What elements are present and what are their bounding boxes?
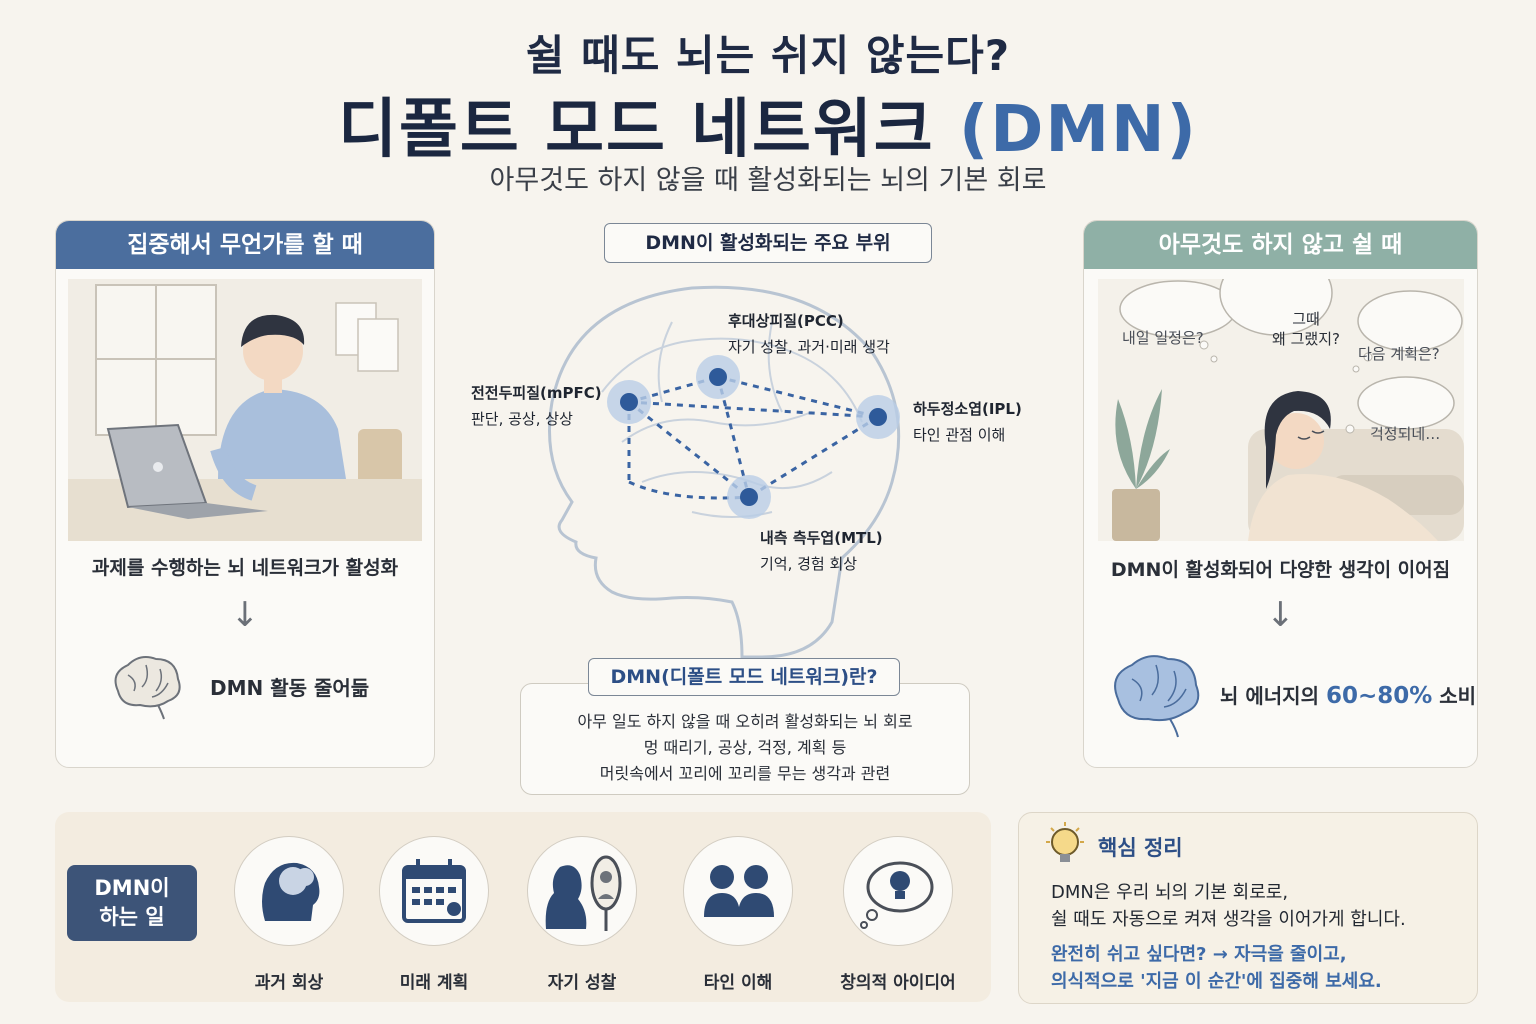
node-mpfc xyxy=(607,380,651,424)
down-arrow-icon: ↓ xyxy=(230,595,260,635)
main-title: 디폴트 모드 네트워크 (DMN) xyxy=(0,78,1536,170)
focus-panel-heading: 집중해서 무언가를 할 때 xyxy=(56,221,434,269)
mirror-icon xyxy=(545,855,622,931)
energy-percent: 60~80% xyxy=(1325,682,1433,709)
brain-blue-icon xyxy=(1114,655,1200,738)
head-outline xyxy=(548,285,901,659)
thought-line: 왜 그랬지? xyxy=(1272,330,1340,348)
node-ipl xyxy=(856,395,900,439)
focus-caption: 과제를 수행하는 뇌 네트워크가 활성화 xyxy=(91,557,399,579)
summary-title: 핵심 정리 xyxy=(1098,836,1183,860)
region-desc: 판단, 공상, 상상 xyxy=(471,410,573,428)
dmn-reduced-text: DMN 활동 줄어듦 xyxy=(210,675,370,700)
rest-caption: DMN이 활성화되어 다양한 생각이 이어짐 xyxy=(1110,559,1451,581)
dmn-reduced-row: DMN 활동 줄어듦 xyxy=(106,651,369,721)
summary-line: 쉴 때도 자동으로 켜져 생각을 이어가게 합니다. xyxy=(1051,909,1406,930)
region-desc: 기억, 경험 회상 xyxy=(760,555,858,573)
thought-line: 그때 xyxy=(1292,310,1320,328)
role-understanding-others: 타인 이해 xyxy=(668,836,808,993)
role-creative-ideas: 창의적 아이디어 xyxy=(828,836,968,993)
region-label-ipl: 하두정소엽(IPL) 타인 관점 이해 xyxy=(913,396,1022,448)
summary-tip-line: 의식적으로 '지금 이 순간'에 집중해 보세요. xyxy=(1051,971,1382,992)
calendar-icon xyxy=(402,859,466,923)
region-label-mpfc: 전전두피질(mPFC) 판단, 공상, 상상 xyxy=(471,380,602,432)
definition-title: DMN(디폴트 모드 네트워크)란? xyxy=(588,658,900,696)
headline-question: 쉴 때도 뇌는 쉬지 않는다? xyxy=(525,31,1011,80)
subtitle: 아무것도 하지 않을 때 활성화되는 뇌의 기본 회로 xyxy=(489,165,1047,196)
down-arrow-icon: ↓ xyxy=(1266,595,1295,635)
region-name: 후대상피질(PCC) xyxy=(728,312,844,330)
resting-person-illustration xyxy=(1098,279,1464,541)
thought-plan: 다음 계획은? xyxy=(1358,345,1440,363)
energy-suffix: 소비 xyxy=(1439,683,1477,708)
people-icon xyxy=(704,865,774,917)
lightbulb-icon xyxy=(1046,822,1084,862)
region-name: 내측 측두엽(MTL) xyxy=(760,529,883,547)
role-past-recall: 과거 회상 xyxy=(219,836,359,993)
summary-tip-line: 완전히 쉬고 싶다면? → 자극을 줄이고, xyxy=(1051,944,1347,965)
rest-panel-heading: 아무것도 하지 않고 쉴 때 xyxy=(1084,221,1477,269)
region-name: 하두정소엽(IPL) xyxy=(913,400,1022,418)
main-title-text: 디폴트 모드 네트워크 xyxy=(338,93,935,167)
dmn-roles-section xyxy=(55,812,991,1002)
lightbulb-thought-icon xyxy=(860,861,934,929)
role-self-reflection: 자기 성찰 xyxy=(512,836,652,993)
node-mtl xyxy=(727,475,771,519)
role-label: 자기 성찰 xyxy=(547,973,617,993)
region-heading: DMN이 활성화되는 주요 부위 xyxy=(604,223,932,263)
main-title-acronym: (DMN) xyxy=(958,93,1198,167)
definition-line: 아무 일도 하지 않을 때 오히려 활성화되는 뇌 회로 xyxy=(577,712,913,731)
role-label: 타인 이해 xyxy=(703,973,773,993)
definition-line: 머릿속에서 꼬리에 꼬리를 무는 생각과 관련 xyxy=(599,764,891,783)
dmn-roles-label: DMN이 하는 일 xyxy=(67,865,197,941)
node-pcc xyxy=(696,355,740,399)
working-person-illustration xyxy=(68,279,422,541)
brain-network-diagram xyxy=(548,285,901,659)
region-desc: 자기 성찰, 과거·미래 생각 xyxy=(728,338,890,356)
role-future-plan: 미래 계획 xyxy=(364,836,504,993)
region-label-pcc: 후대상피질(PCC) 자기 성찰, 과거·미래 생각 xyxy=(728,308,890,360)
summary-box xyxy=(1018,812,1478,1004)
definition-line: 멍 때리기, 공상, 걱정, 계획 등 xyxy=(643,738,847,757)
roles-label-line: 하는 일 xyxy=(99,905,165,929)
definition-box: 아무 일도 하지 않을 때 오히려 활성화되는 뇌 회로 멍 때리기, 공상, … xyxy=(520,683,970,795)
energy-row: 뇌 에너지의 60~80% 소비 xyxy=(1106,649,1476,739)
brain-gray-icon xyxy=(114,656,181,720)
thought-schedule: 내일 일정은? xyxy=(1122,329,1204,347)
region-name: 전전두피질(mPFC) xyxy=(471,384,602,402)
role-label: 창의적 아이디어 xyxy=(840,973,956,993)
memory-head-icon xyxy=(262,862,320,921)
brain-folds xyxy=(601,321,863,518)
energy-text: 뇌 에너지의 60~80% 소비 xyxy=(1220,680,1476,709)
roles-label-line: DMN이 xyxy=(94,876,170,900)
summary-line: DMN은 우리 뇌의 기본 회로로, xyxy=(1051,882,1289,903)
energy-prefix: 뇌 에너지의 xyxy=(1220,683,1319,708)
focus-panel: 집중해서 무언가를 할 때 과제를 수행하는 뇌 네트워크가 활성화 ↓ DMN… xyxy=(55,220,435,768)
region-desc: 타인 관점 이해 xyxy=(913,426,1006,444)
rest-panel: 아무것도 하지 않고 쉴 때 내일 일정은? 그때 왜 그랬지? 다음 계획은?… xyxy=(1083,220,1478,768)
region-label-mtl: 내측 측두엽(MTL) 기억, 경험 회상 xyxy=(760,525,883,577)
thought-worry: 걱정되네… xyxy=(1370,425,1441,443)
role-label: 미래 계획 xyxy=(399,973,469,993)
role-label: 과거 회상 xyxy=(254,973,324,993)
thought-regret: 그때 왜 그랬지? xyxy=(1256,309,1356,349)
